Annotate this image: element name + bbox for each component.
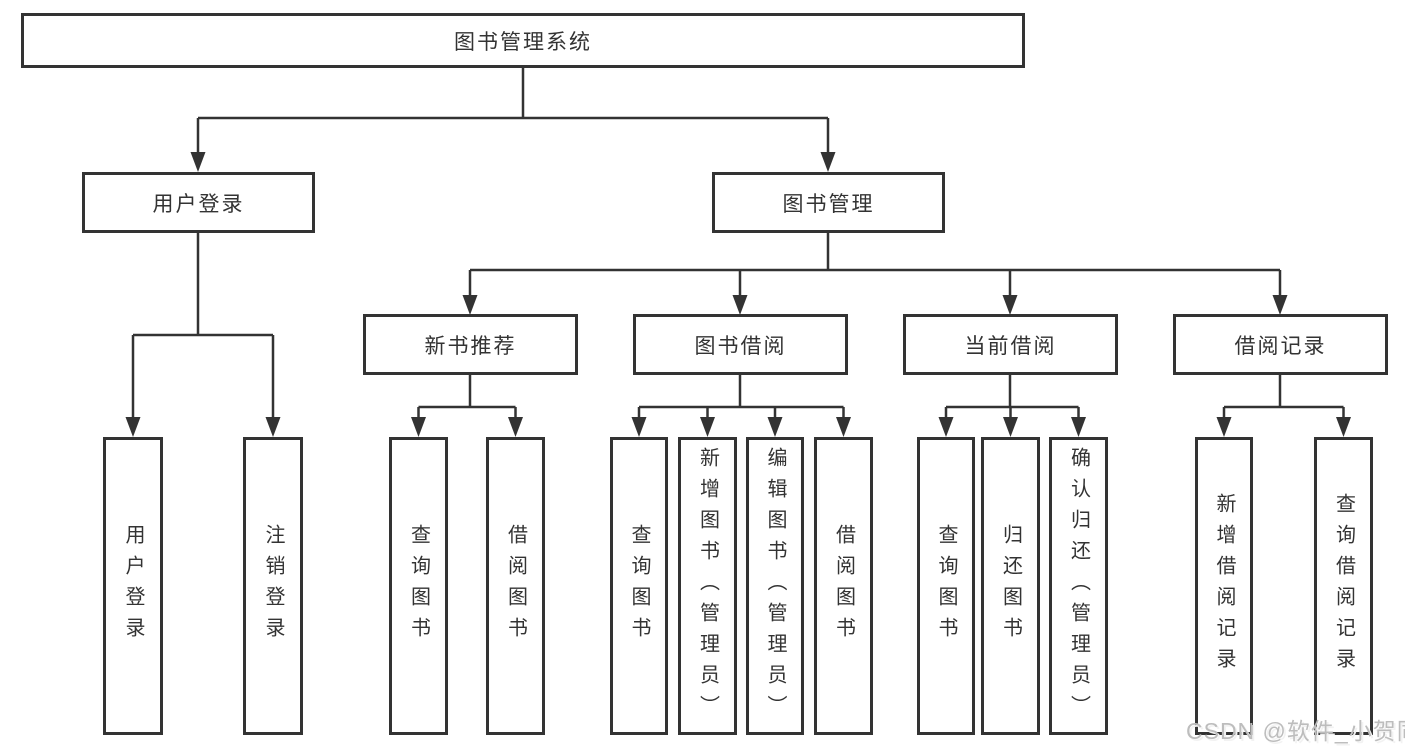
node-book-borrow-label: 图书借阅 (694, 334, 787, 358)
connector-borrowrecords-to-leaves (1222, 375, 1345, 421)
watermark: CSDN @软件_小贺同学 (1186, 718, 1405, 744)
node-new-book-recommend-label: 新书推荐 (424, 334, 517, 358)
leaf-borrow-book-1: 借阅图书 (486, 437, 545, 735)
node-borrow-records-label: 借阅记录 (1234, 334, 1327, 358)
arrowheads (125, 152, 1351, 437)
leaf-borrow-book-1-label: 借阅图书 (504, 524, 527, 648)
leaf-user-login-label: 用户登录 (122, 524, 144, 648)
leaf-add-borrow-record-label: 新增借阅记录 (1213, 493, 1235, 679)
leaf-confirm-return: 确认归还（管理员） (1049, 437, 1108, 735)
leaf-query-book-3-label: 查询图书 (935, 524, 957, 648)
leaf-query-book-1-label: 查询图书 (407, 524, 430, 648)
connector-currentborrow-to-leaves (944, 375, 1080, 421)
leaf-edit-book-label: 编辑图书（管理员） (764, 446, 786, 726)
connector-bookborrow-to-leaves (637, 375, 845, 421)
leaf-query-borrow-record-label: 查询借阅记录 (1332, 493, 1355, 679)
node-root-label: 图书管理系统 (454, 30, 592, 54)
node-user-login: 用户登录 (82, 172, 315, 233)
node-current-borrow: 当前借阅 (903, 314, 1118, 375)
node-new-book-recommend: 新书推荐 (363, 314, 578, 375)
leaf-confirm-return-label: 确认归还（管理员） (1067, 446, 1090, 726)
node-book-management-label: 图书管理 (782, 192, 875, 216)
node-current-borrow-label: 当前借阅 (964, 334, 1057, 358)
leaf-add-borrow-record: 新增借阅记录 (1195, 437, 1253, 735)
leaf-query-book-3: 查询图书 (917, 437, 975, 735)
leaf-query-book-1: 查询图书 (389, 437, 448, 735)
connector-bookmgmt-to-level2 (468, 233, 1282, 299)
leaf-borrow-book-2-label: 借阅图书 (832, 524, 855, 648)
leaf-logout: 注销登录 (243, 437, 303, 735)
leaf-query-borrow-record: 查询借阅记录 (1314, 437, 1373, 735)
node-book-management: 图书管理 (712, 172, 945, 233)
leaf-add-book-label: 新增图书（管理员） (696, 446, 719, 726)
leaf-logout-label: 注销登录 (262, 524, 284, 648)
connector-root-to-level1 (196, 68, 830, 156)
leaf-query-book-2: 查询图书 (610, 437, 668, 735)
leaf-add-book: 新增图书（管理员） (678, 437, 737, 735)
node-root: 图书管理系统 (21, 13, 1025, 68)
leaf-query-book-2-label: 查询图书 (628, 524, 650, 648)
connector-newbookrec-to-leaves (417, 375, 517, 421)
node-borrow-records: 借阅记录 (1173, 314, 1388, 375)
leaf-user-login: 用户登录 (103, 437, 163, 735)
node-book-borrow: 图书借阅 (633, 314, 848, 375)
connector-userlogin-to-leaves (131, 233, 275, 421)
leaf-edit-book: 编辑图书（管理员） (746, 437, 804, 735)
leaf-return-book: 归还图书 (981, 437, 1040, 735)
leaf-return-book-label: 归还图书 (999, 524, 1022, 648)
leaf-borrow-book-2: 借阅图书 (814, 437, 873, 735)
node-user-login-label: 用户登录 (152, 192, 245, 216)
